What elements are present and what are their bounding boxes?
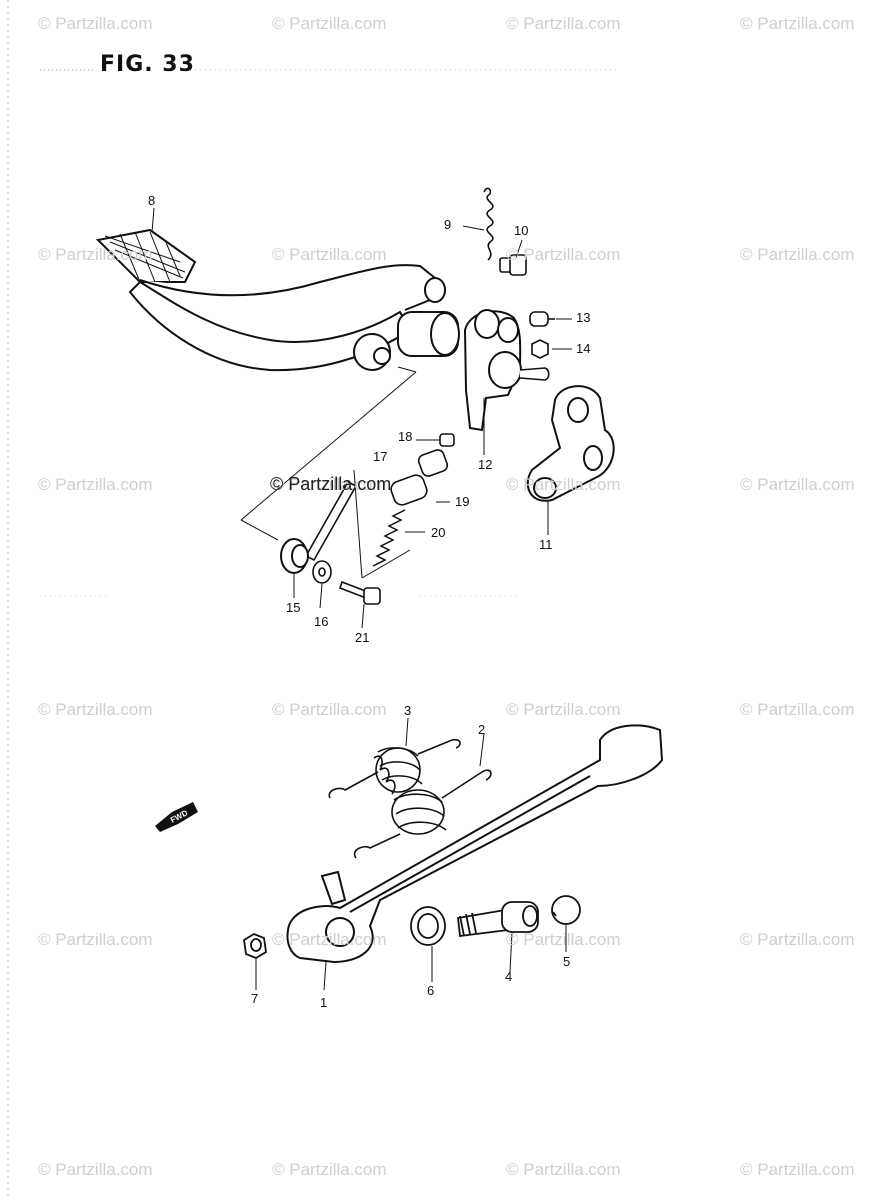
watermark-text: © Partzilla.com — [506, 245, 621, 264]
figure-title: FIG. 33 — [100, 52, 195, 77]
callout-17: 17 — [373, 449, 388, 464]
callout-14: 14 — [576, 341, 591, 356]
spring-part-9 — [483, 187, 494, 261]
watermark-text: © Partzilla.com — [506, 14, 621, 33]
nut-part-7 — [243, 932, 267, 960]
spring-part-3 — [328, 738, 461, 799]
watermark-text: © Partzilla.com — [38, 1160, 153, 1179]
watermark-text: © Partzilla.com — [740, 930, 855, 949]
watermark-text: © Partzilla.com — [740, 14, 855, 33]
watermark-text: © Partzilla.com — [506, 475, 621, 494]
joint-part-19 — [390, 474, 428, 506]
nut-part-14 — [519, 339, 550, 381]
callout-21: 21 — [355, 630, 370, 645]
watermark-text: © Partzilla.com — [38, 14, 153, 33]
callout-2: 2 — [478, 722, 486, 737]
watermark-text: © Partzilla.com — [38, 930, 153, 949]
joint-part-17 — [417, 449, 449, 477]
watermark-text: © Partzilla.com — [272, 14, 387, 33]
collar-part-15 — [280, 538, 309, 574]
watermark-text: © Partzilla.com — [272, 475, 387, 494]
callout-8: 8 — [148, 193, 156, 208]
bolt-part-21 — [338, 580, 381, 605]
watermark-text-dark: © Partzilla.com — [270, 474, 392, 494]
watermark-text: © Partzilla.com — [272, 700, 387, 719]
callout-18: 18 — [398, 429, 413, 444]
bolt-part-4 — [457, 901, 539, 938]
watermark-text: © Partzilla.com — [506, 1160, 621, 1179]
watermark-text: © Partzilla.com — [506, 930, 621, 949]
callout-16: 16 — [314, 614, 329, 629]
callout-1: 1 — [320, 995, 328, 1010]
callout-12: 12 — [478, 457, 493, 472]
callout-4: 4 — [505, 969, 513, 984]
callout-7: 7 — [251, 991, 259, 1006]
spring-part-20 — [372, 509, 406, 567]
callout-9: 9 — [444, 217, 452, 232]
callout-5: 5 — [563, 954, 571, 969]
watermark-text: © Partzilla.com — [272, 1160, 387, 1179]
bolt-part-10 — [499, 254, 527, 276]
cap-part-5 — [551, 895, 581, 925]
washer-part-6 — [410, 906, 446, 946]
watermark-text: © Partzilla.com — [38, 700, 153, 719]
washer-part-16 — [312, 560, 332, 584]
lever-part-11 — [526, 385, 615, 502]
bolt-part-13 — [529, 311, 555, 327]
leader-lines — [151, 207, 572, 629]
callout-20: 20 — [431, 525, 446, 540]
callout-6: 6 — [427, 983, 435, 998]
callout-10: 10 — [514, 223, 529, 238]
watermark-text: © Partzilla.com — [740, 1160, 855, 1179]
side-stand-part-1 — [286, 724, 664, 964]
watermark-text: © Partzilla.com — [740, 700, 855, 719]
brake-pedal-part — [95, 228, 460, 372]
callout-19: 19 — [455, 494, 470, 509]
pedal-tread-grid — [104, 231, 186, 283]
watermark-text: © Partzilla.com — [740, 475, 855, 494]
callout-3: 3 — [404, 703, 412, 718]
spring-part-2 — [353, 769, 492, 859]
rod-part — [304, 480, 358, 562]
watermark-text: © Partzilla.com — [272, 245, 387, 264]
watermark-text: © Partzilla.com — [272, 930, 387, 949]
callout-11: 11 — [539, 537, 553, 552]
pin-part-18 — [439, 433, 455, 447]
fwd-arrow — [155, 802, 198, 832]
callout-13: 13 — [576, 310, 591, 325]
watermark-text: © Partzilla.com — [506, 700, 621, 719]
callout-15: 15 — [286, 600, 301, 615]
watermark-text: © Partzilla.com — [740, 245, 855, 264]
stand-leader-lines — [255, 717, 567, 991]
watermark-text: © Partzilla.com — [38, 475, 153, 494]
pedal-arm-part-12 — [463, 309, 522, 432]
watermark-text: © Partzilla.com — [38, 245, 153, 264]
